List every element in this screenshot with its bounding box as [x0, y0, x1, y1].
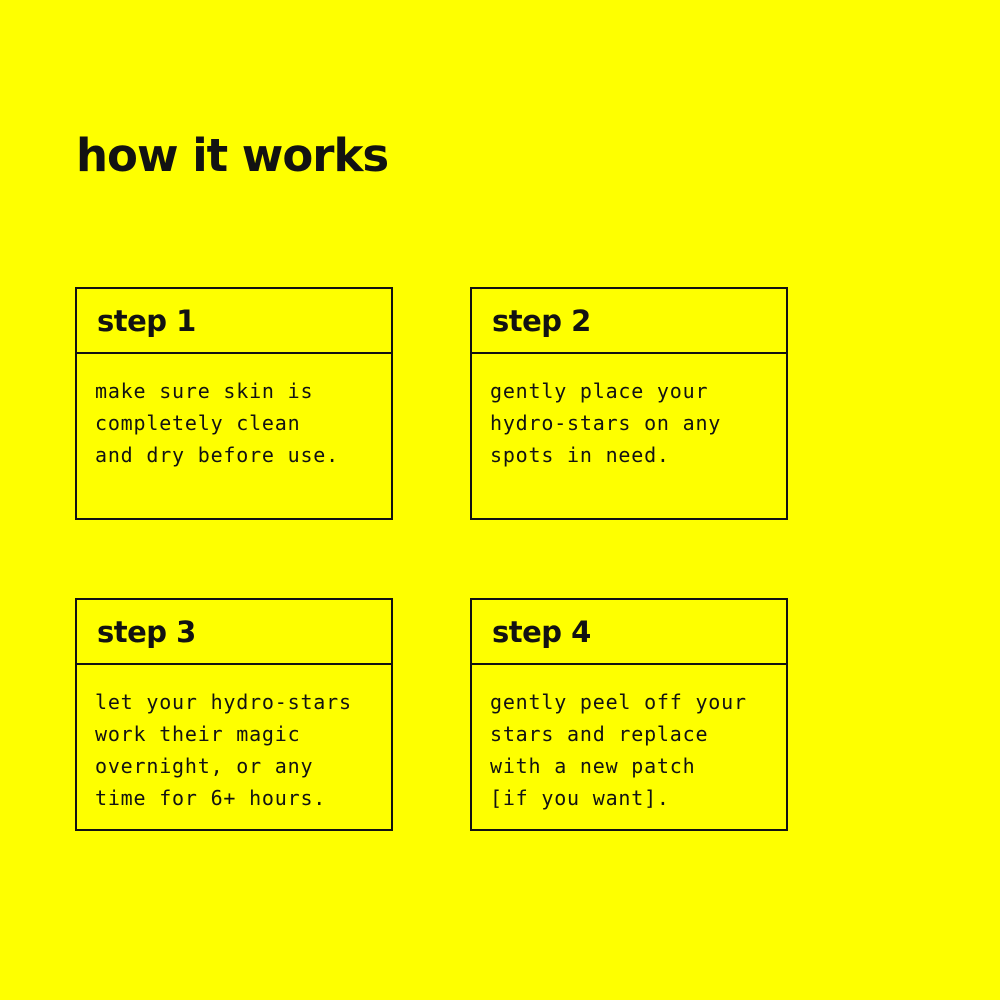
step-3-label: step 3: [97, 614, 196, 649]
step-card-1-header: step 1: [77, 289, 391, 354]
step-2-description: gently place your hydro-stars on any spo…: [490, 379, 722, 467]
step-card-3-header: step 3: [77, 600, 391, 665]
step-4-label: step 4: [492, 614, 591, 649]
step-1-label: step 1: [97, 303, 196, 338]
step-card-2: step 2 gently place your hydro-stars on …: [470, 287, 788, 520]
step-2-label: step 2: [492, 303, 591, 338]
step-card-4-header: step 4: [472, 600, 786, 665]
step-card-4: step 4 gently peel off your stars and re…: [470, 598, 788, 831]
step-card-3: step 3 let your hydro-stars work their m…: [75, 598, 393, 831]
page-title: how it works: [76, 129, 389, 183]
step-4-description: gently peel off your stars and replace w…: [490, 690, 747, 810]
step-card-1: step 1 make sure skin is completely clea…: [75, 287, 393, 520]
step-3-description: let your hydro-stars work their magic ov…: [95, 690, 352, 810]
step-card-2-header: step 2: [472, 289, 786, 354]
step-1-description: make sure skin is completely clean and d…: [95, 379, 339, 467]
